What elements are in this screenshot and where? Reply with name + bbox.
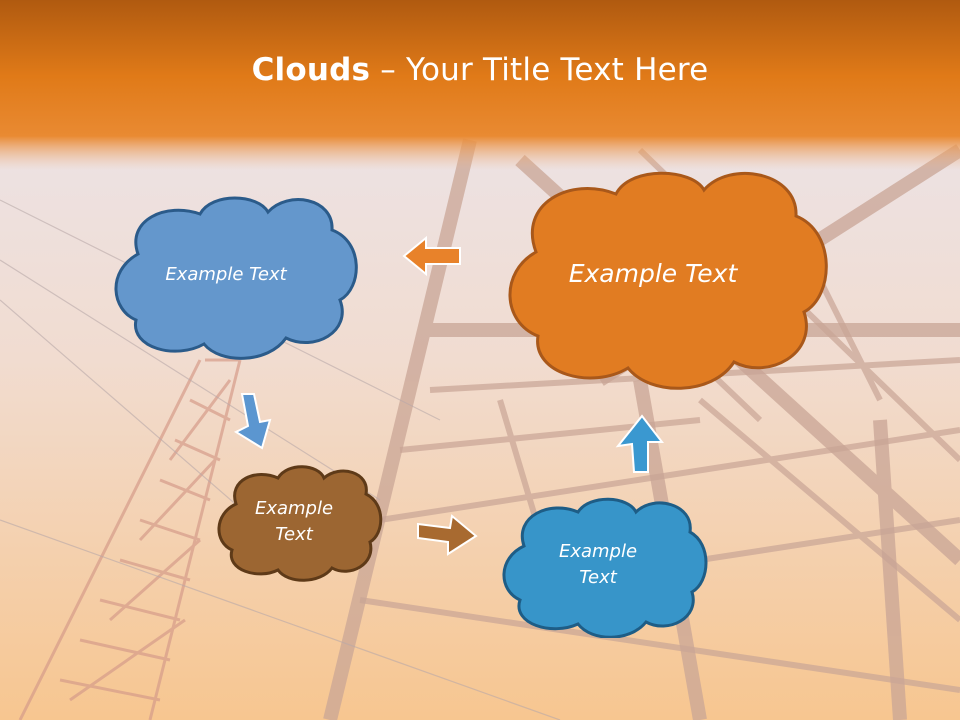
cloud-cyan-line2: Text: [579, 567, 617, 588]
cloud-cyan-line1: Example: [558, 540, 638, 562]
cloud-brown-line2: Text: [275, 524, 313, 545]
title-rest: Your Title Text Here: [406, 52, 709, 88]
cloud-blue-text: Example Text: [165, 263, 287, 285]
title-bold: Clouds: [251, 52, 371, 88]
cloud-cyan-text: Example Text: [530, 532, 666, 598]
cloud-orange-text: Example Text: [568, 258, 738, 288]
left-arrow-icon: [402, 235, 461, 277]
up-arrow-icon: [615, 414, 665, 473]
cloud-orange[interactable]: [498, 164, 834, 392]
title-dash: –: [370, 52, 406, 88]
cloud-cyan[interactable]: [498, 496, 712, 638]
cloud-brown-text: Example Text: [234, 490, 354, 554]
cloud-brown-line1: Example: [254, 497, 334, 519]
cloud-blue[interactable]: [108, 192, 364, 360]
down-arrow-icon: [233, 393, 272, 450]
right-arrow-icon: [417, 514, 478, 556]
slide-title: Clouds – Your Title Text Here: [0, 52, 960, 88]
cloud-brown[interactable]: [214, 464, 386, 582]
